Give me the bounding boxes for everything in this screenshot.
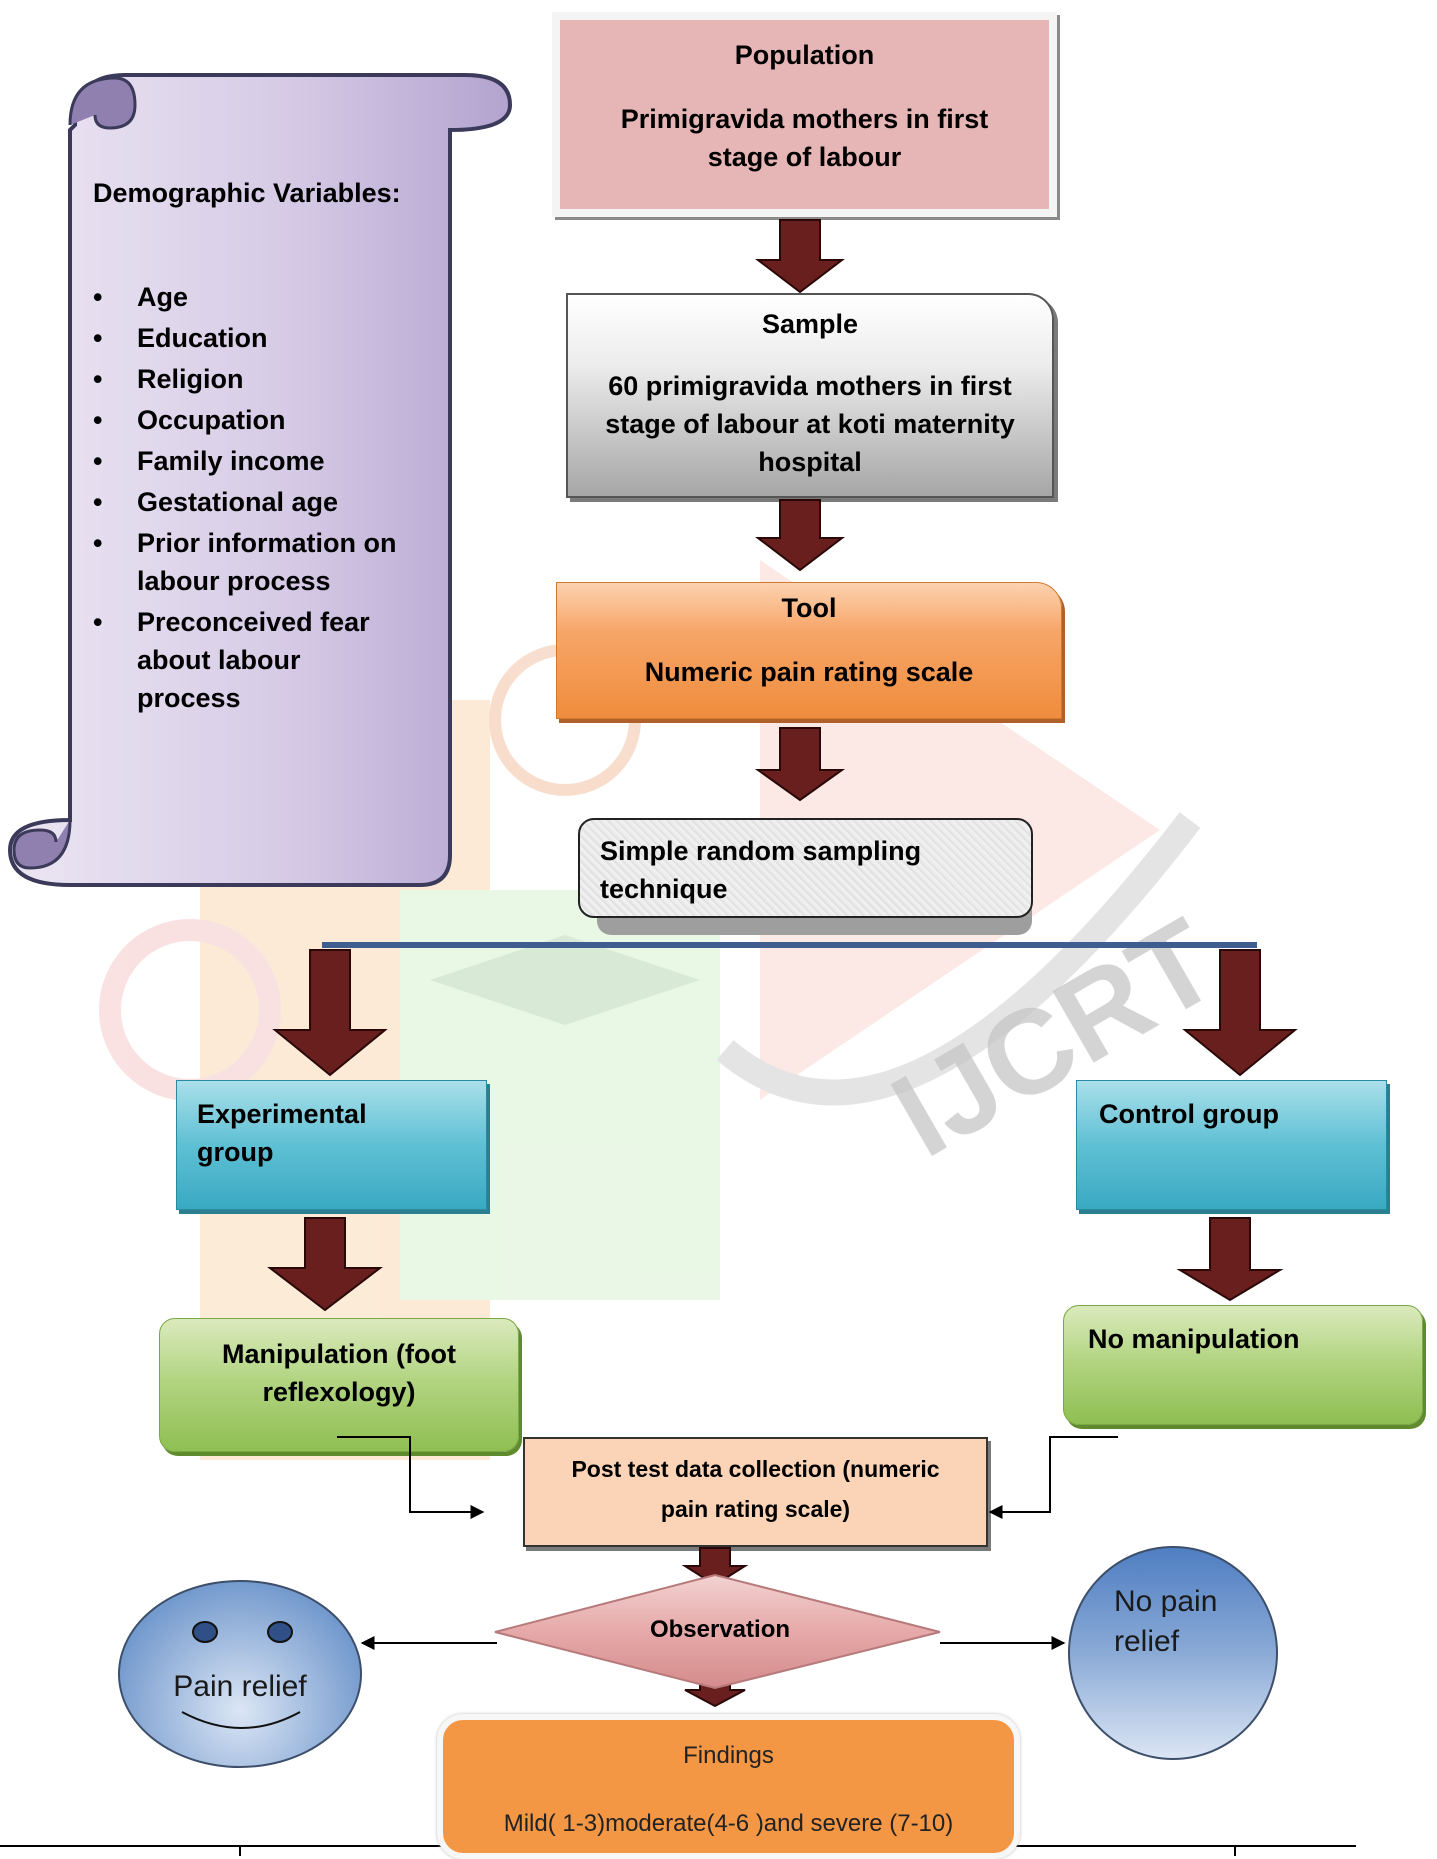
experimental-group-label: Experimental group [197,1099,367,1167]
experimental-group-box: Experimental group [176,1080,487,1210]
demographic-item-age: •Age [93,282,189,312]
tool-text: Numeric pain rating scale [644,657,974,687]
control-group-label: Control group [1099,1099,1279,1129]
pain-relief-circle: Pain relief [118,1580,362,1768]
demographics-title: Demographic Variables: [93,178,401,208]
sample-box: Sample 60 primigravida mothers in first … [566,293,1054,498]
no-manipulation-box: No manipulation [1063,1305,1423,1425]
manipulation-box: Manipulation (foot reflexology) [159,1318,519,1452]
arrow-post-to-observation [681,1547,749,1587]
demographic-item-prior-information: •Prior information on labour process [93,528,397,596]
no-pain-relief-label: No pain relief [1114,1585,1218,1658]
sample-heading: Sample [761,309,859,339]
arrow-population-to-sample [755,219,845,294]
post-test-box: Post test data collection (numeric pain … [523,1437,988,1547]
demographics-list: •Age •Education •Religion •Occupation •F… [93,278,433,717]
pain-relief-label: Pain relief [173,1670,307,1703]
population-heading: Population [734,40,875,70]
findings-box: Findings Mild( 1-3)moderate(4-6 )and sev… [437,1714,1020,1859]
findings-text: Mild( 1-3)moderate(4-6 )and severe (7-10… [503,1810,954,1837]
no-manipulation-label: No manipulation [1088,1324,1300,1354]
sampling-text: Simple random sampling technique [600,836,922,904]
arrow-tool-to-sampling [754,727,846,802]
manipulation-label: Manipulation (foot reflexology) [222,1339,456,1407]
arrow-split-to-control [1182,949,1298,1077]
population-text: Primigravida mothers in first stage of l… [620,104,989,172]
arrow-control-to-no-manipulation [1176,1217,1284,1302]
findings-heading: Findings [683,1742,774,1769]
arrow-split-to-experimental [272,949,388,1077]
demographic-item-preconceived-fear: •Preconceived fear about labour process [93,607,370,713]
control-group-box: Control group [1076,1080,1387,1210]
tool-box: Tool Numeric pain rating scale [556,582,1062,719]
demographic-item-religion: •Religion [93,364,244,394]
tool-heading: Tool [781,593,837,623]
observation-label: Observation [649,1616,791,1643]
demographic-item-gestational-age: •Gestational age [93,487,339,517]
post-test-text: Post test data collection (numeric pain … [571,1456,940,1522]
sampling-box: Simple random sampling technique [578,818,1033,918]
connector-manipulation-to-post [337,1436,485,1519]
smiley-icon [181,1621,301,1729]
arrow-experimental-to-manipulation [267,1217,383,1312]
demographic-item-occupation: •Occupation [93,405,286,435]
arrow-sample-to-tool [755,499,845,572]
observation-diamond [494,1573,941,1690]
no-pain-relief-circle: No pain relief [1068,1546,1278,1760]
population-box: Population Primigravida mothers in first… [552,12,1057,217]
connector-no-manipulation-to-post [988,1436,1118,1519]
demographic-item-education: •Education [93,323,268,353]
sample-text: 60 primigravida mothers in first stage o… [605,371,1015,477]
demographic-item-family-income: •Family income [93,446,325,476]
